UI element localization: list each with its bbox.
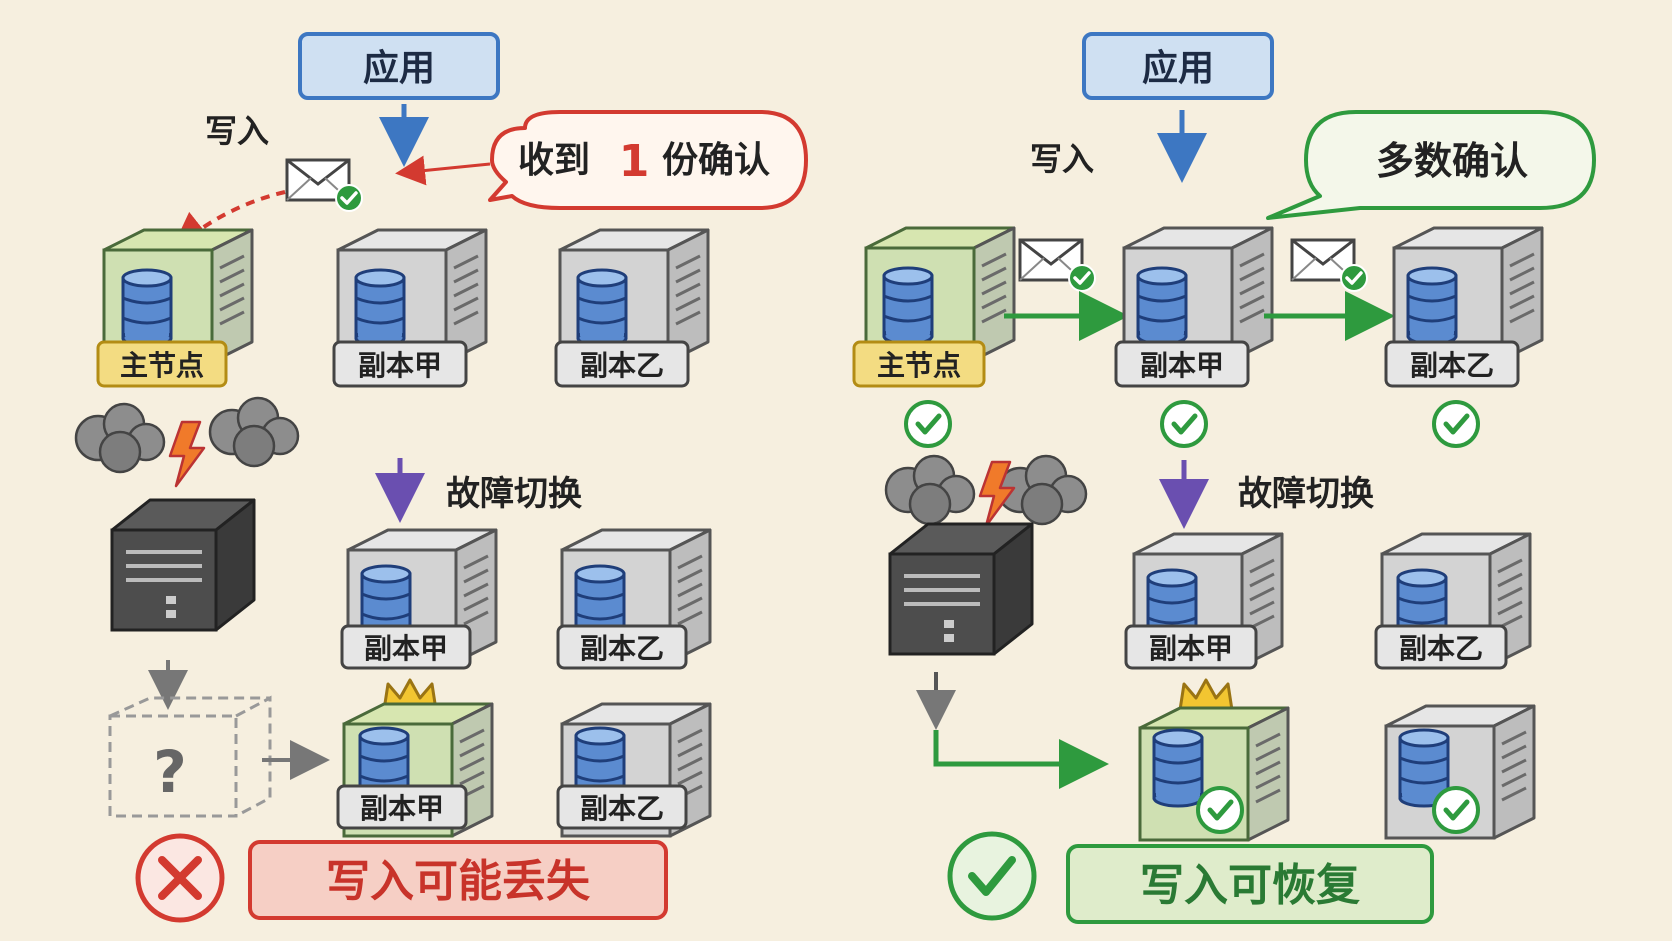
left-fail-x-icon bbox=[135, 833, 225, 923]
right-panel: 应用 写入 多数确认 主节点 副本甲 副本乙 bbox=[852, 32, 1596, 924]
right-result-label: 写入可恢复 bbox=[1140, 860, 1360, 911]
left-replica-b-label: 副本乙 bbox=[580, 349, 664, 382]
left-ack-bubble: 收到 1 份确认 bbox=[488, 110, 808, 210]
left-row3-replica-a-label: 副本甲 bbox=[360, 792, 444, 825]
right-ack-bubble: 多数确认 bbox=[1266, 110, 1596, 220]
left-row2-replica-a-label: 副本甲 bbox=[364, 632, 448, 665]
left-write-label: 写入 bbox=[205, 112, 269, 150]
right-failover-label: 故障切换 bbox=[1238, 474, 1374, 514]
right-primary-label: 主节点 bbox=[877, 349, 961, 382]
left-promoted-replica-a: 副本甲 bbox=[336, 678, 494, 838]
right-envelope-icon-2 bbox=[1290, 238, 1369, 293]
left-app-box: 应用 bbox=[298, 32, 500, 100]
left-result-label: 写入可能丢失 bbox=[326, 856, 591, 907]
left-row2-replica-b-label: 副本乙 bbox=[580, 632, 664, 665]
left-primary-server: 主节点 bbox=[96, 228, 254, 388]
left-failover-label: 故障切换 bbox=[446, 474, 582, 514]
right-promoted-check-icon bbox=[1198, 788, 1242, 832]
right-write-label: 写入 bbox=[1030, 140, 1094, 178]
left-replica-a-db-icon bbox=[354, 268, 406, 348]
left-unknown-box: ? bbox=[108, 695, 272, 818]
right-ack-check-icon-2 bbox=[1162, 402, 1206, 446]
right-replica-a-server: 副本甲 bbox=[1114, 226, 1274, 388]
left-replica-a-label: 副本甲 bbox=[358, 349, 442, 382]
left-dead-server-icon bbox=[110, 498, 256, 632]
left-row2-replica-a: 副本甲 bbox=[340, 528, 498, 670]
svg-text:收到: 收到 bbox=[518, 140, 590, 181]
right-ack-check-icon-1 bbox=[906, 402, 950, 446]
left-replica-b-db-icon bbox=[576, 268, 628, 348]
left-lightning-icon bbox=[168, 420, 206, 488]
right-replica-b-server: 副本乙 bbox=[1384, 226, 1544, 388]
left-panel: 应用 写入 收到 1 份确认 主节点 副本甲 bbox=[74, 32, 808, 923]
left-primary-label: 主节点 bbox=[120, 349, 204, 382]
right-result-box: 写入可恢复 bbox=[1066, 844, 1434, 924]
right-crown-icon bbox=[1178, 678, 1234, 712]
right-replica-b-check-icon bbox=[1434, 788, 1478, 832]
right-app-box: 应用 bbox=[1082, 32, 1274, 100]
left-ack-suffix: 份确认 bbox=[662, 140, 770, 181]
left-replica-b-server: 副本乙 bbox=[554, 228, 710, 388]
right-ack-label: 多数确认 bbox=[1376, 139, 1528, 183]
right-envelope-icon-1 bbox=[1018, 238, 1097, 293]
left-replica-a-server: 副本甲 bbox=[332, 228, 488, 388]
right-replica-b-label: 副本乙 bbox=[1410, 349, 1494, 382]
right-row2-replica-a: 副本甲 bbox=[1124, 532, 1284, 670]
right-success-check-icon bbox=[947, 831, 1037, 921]
left-primary-db-icon bbox=[121, 268, 173, 348]
right-replica-a-label: 副本甲 bbox=[1140, 349, 1224, 382]
right-row2-replica-b-label: 副本乙 bbox=[1399, 632, 1483, 665]
right-app-label: 应用 bbox=[1142, 48, 1214, 89]
right-row3-replica-b bbox=[1384, 704, 1536, 840]
left-row3-replica-b: 副本乙 bbox=[556, 702, 712, 838]
right-row2-replica-b: 副本乙 bbox=[1374, 532, 1532, 670]
right-primary-server: 主节点 bbox=[852, 226, 1016, 388]
right-recover-arrow bbox=[933, 730, 1109, 789]
right-ack-check-icon-3 bbox=[1434, 402, 1478, 446]
right-promoted-replica-a bbox=[1138, 678, 1290, 842]
left-failed-primary bbox=[74, 396, 300, 632]
left-row3-replica-b-label: 副本乙 bbox=[580, 792, 664, 825]
left-envelope-icon bbox=[285, 158, 364, 213]
left-ack-prefix: 收到 bbox=[518, 140, 590, 181]
left-result-box: 写入可能丢失 bbox=[248, 840, 668, 920]
right-smoke-icon bbox=[884, 454, 976, 526]
left-unknown-glyph: ? bbox=[153, 738, 187, 806]
right-dead-server-icon bbox=[888, 522, 1034, 656]
left-smoke-icon bbox=[74, 402, 166, 474]
right-failed-primary bbox=[884, 454, 1088, 656]
left-ack-arrow bbox=[395, 155, 491, 186]
left-app-label: 应用 bbox=[363, 48, 435, 89]
right-row2-replica-a-label: 副本甲 bbox=[1149, 632, 1233, 665]
left-ack-count: 1 bbox=[619, 136, 650, 187]
left-row2-replica-b: 副本乙 bbox=[556, 528, 712, 670]
